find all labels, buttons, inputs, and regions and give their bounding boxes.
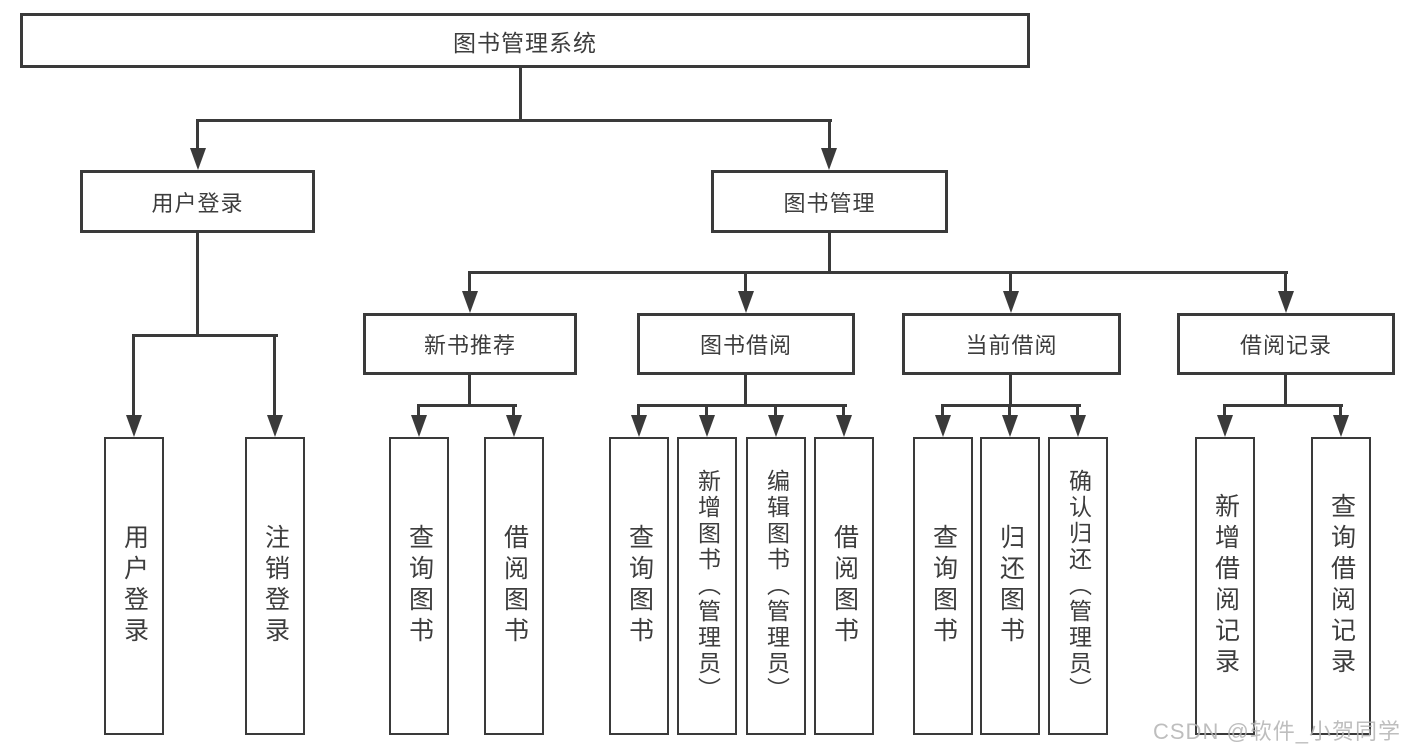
- connector-borrow-records-stub: [1284, 375, 1287, 407]
- connector-drop-leaf: [637, 404, 640, 418]
- connector-book-management-stub: [828, 233, 831, 274]
- node-borrow-records-label: 借阅记录: [1239, 333, 1332, 358]
- arrow-down-icon: [462, 291, 478, 313]
- arrow-down-icon: [1333, 415, 1349, 437]
- leaf-borrow-books-recommend: 借阅图书: [484, 437, 544, 735]
- connector-drop-category: [744, 271, 747, 293]
- connector-drop-category: [468, 271, 471, 293]
- arrow-down-icon: [821, 148, 837, 170]
- connector-user-login-bus: [132, 334, 278, 337]
- arrow-down-icon: [1002, 415, 1018, 437]
- leaf-edit-books-admin: 编辑图书（管理员）: [746, 437, 806, 735]
- connector-current-borrow-bus: [941, 404, 1081, 407]
- arrow-down-icon: [1278, 291, 1294, 313]
- connector-book-management-bus: [468, 271, 1288, 274]
- connector-new-book-bus: [417, 404, 517, 407]
- connector-user-login-stub: [196, 233, 199, 337]
- arrow-down-icon: [738, 291, 754, 313]
- connector-drop-leaf: [512, 404, 515, 418]
- arrow-down-icon: [768, 415, 784, 437]
- connector-drop-leaf: [132, 334, 135, 419]
- node-new-book-recommend-label: 新书推荐: [423, 333, 516, 358]
- leaf-add-borrow-record: 新增借阅记录: [1195, 437, 1255, 735]
- node-root-label: 图书管理系统: [453, 29, 597, 56]
- leaf-logout: 注销登录: [245, 437, 305, 735]
- leaf-add-books-admin: 新增图书（管理员）: [677, 437, 737, 735]
- leaf-query-books-recommend: 查询图书: [389, 437, 449, 735]
- connector-drop-leaf: [774, 404, 777, 418]
- node-book-borrow-label: 图书借阅: [699, 333, 792, 358]
- arrow-down-icon: [631, 415, 647, 437]
- leaf-query-borrow-record-label: 查询借阅记录: [1327, 493, 1356, 679]
- connector-new-book-stub: [468, 375, 471, 407]
- connector-drop-user-login: [196, 119, 199, 152]
- node-borrow-records: 借阅记录: [1177, 313, 1395, 375]
- connector-drop-leaf: [705, 404, 708, 418]
- leaf-user-login: 用户登录: [104, 437, 164, 735]
- arrow-down-icon: [411, 415, 427, 437]
- node-book-borrow: 图书借阅: [637, 313, 855, 375]
- leaf-add-borrow-record-label: 新增借阅记录: [1211, 493, 1240, 679]
- arrow-down-icon: [1003, 291, 1019, 313]
- arrow-down-icon: [506, 415, 522, 437]
- node-book-management: 图书管理: [711, 170, 948, 233]
- connector-drop-leaf: [842, 404, 845, 418]
- node-current-borrow-label: 当前借阅: [965, 333, 1058, 358]
- node-current-borrow: 当前借阅: [902, 313, 1121, 375]
- leaf-user-login-label: 用户登录: [120, 524, 149, 648]
- connector-root-bus: [196, 119, 832, 122]
- arrow-down-icon: [1217, 415, 1233, 437]
- arrow-down-icon: [1070, 415, 1086, 437]
- leaf-logout-label: 注销登录: [261, 524, 290, 648]
- connector-book-borrow-stub: [744, 375, 747, 407]
- leaf-confirm-return-admin: 确认归还（管理员）: [1048, 437, 1108, 735]
- csdn-watermark: CSDN @软件_小贺同学: [1153, 719, 1402, 744]
- leaf-confirm-return-admin-label: 确认归还（管理员）: [1065, 469, 1092, 703]
- leaf-query-books-borrow-label: 查询图书: [625, 524, 654, 648]
- leaf-return-books: 归还图书: [980, 437, 1040, 735]
- connector-drop-leaf: [1076, 404, 1079, 418]
- leaf-borrow-books-borrow-label: 借阅图书: [830, 524, 859, 648]
- leaf-query-borrow-record: 查询借阅记录: [1311, 437, 1371, 735]
- arrow-down-icon: [126, 415, 142, 437]
- node-user-login-label: 用户登录: [151, 190, 244, 216]
- connector-drop-leaf: [1223, 404, 1226, 418]
- node-new-book-recommend: 新书推荐: [363, 313, 577, 375]
- leaf-add-books-admin-label: 新增图书（管理员）: [694, 469, 721, 703]
- node-book-management-label: 图书管理: [783, 190, 876, 216]
- connector-root-stub: [519, 68, 522, 121]
- arrow-down-icon: [935, 415, 951, 437]
- leaf-query-books-recommend-label: 查询图书: [405, 524, 434, 648]
- connector-drop-category: [1009, 271, 1012, 293]
- leaf-borrow-books-borrow: 借阅图书: [814, 437, 874, 735]
- connector-drop-leaf: [1339, 404, 1342, 418]
- leaf-query-books-borrow: 查询图书: [609, 437, 669, 735]
- leaf-borrow-books-recommend-label: 借阅图书: [500, 524, 529, 648]
- connector-drop-category: [1284, 271, 1287, 293]
- arrow-down-icon: [699, 415, 715, 437]
- leaf-edit-books-admin-label: 编辑图书（管理员）: [763, 469, 790, 703]
- connector-drop-leaf: [1008, 404, 1011, 418]
- arrow-down-icon: [267, 415, 283, 437]
- leaf-query-books-current-label: 查询图书: [929, 524, 958, 648]
- arrow-down-icon: [190, 148, 206, 170]
- leaf-query-books-current: 查询图书: [913, 437, 973, 735]
- connector-drop-leaf: [273, 334, 276, 419]
- arrow-down-icon: [836, 415, 852, 437]
- connector-drop-book-management: [828, 119, 831, 152]
- connector-borrow-records-bus: [1223, 404, 1343, 407]
- leaf-return-books-label: 归还图书: [996, 524, 1025, 648]
- connector-drop-leaf: [417, 404, 420, 418]
- connector-book-borrow-bus: [637, 404, 847, 407]
- node-user-login: 用户登录: [80, 170, 315, 233]
- node-root: 图书管理系统: [20, 13, 1030, 68]
- connector-current-borrow-stub: [1009, 375, 1012, 407]
- connector-drop-leaf: [941, 404, 944, 418]
